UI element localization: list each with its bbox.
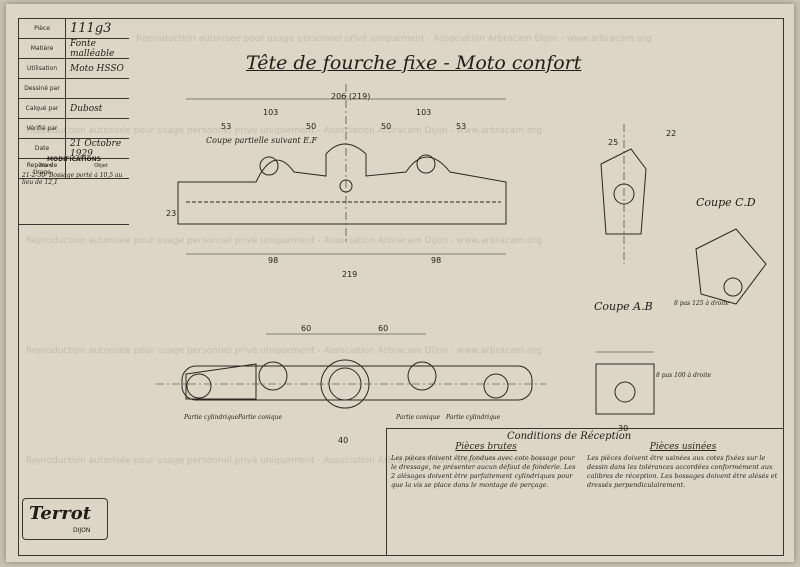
cyl-left-label: Partie cylindrique bbox=[184, 414, 239, 421]
cartouche-row-verifie: Vérifié par bbox=[19, 119, 129, 139]
conditions-title: Conditions de Réception bbox=[507, 431, 632, 442]
watermark: Reproduction autorisée pour usage person… bbox=[26, 346, 542, 356]
piece-number: 111g3 bbox=[70, 21, 112, 36]
thread-label: 8 pas 125 à droite bbox=[674, 300, 730, 307]
conic-right-label: Partie conique bbox=[396, 414, 441, 421]
coupe-ab-label: Coupe A.B bbox=[594, 300, 653, 313]
terrot-logo: Terrot DIJON bbox=[22, 498, 108, 540]
cartouche-row-repere: Repère de tirage bbox=[19, 159, 129, 179]
watermark: Reproduction autorisée pour usage person… bbox=[136, 34, 652, 44]
technical-drawing bbox=[156, 84, 767, 415]
pieces-usinees: Pièces usinées Les pièces doivent être u… bbox=[587, 442, 778, 490]
watermark: Reproduction autorisée pour usage person… bbox=[26, 126, 542, 136]
thread-label-2: 8 pas 100 à droite bbox=[656, 372, 712, 379]
drawing-title: Tête de fourche fixe - Moto confort bbox=[246, 52, 582, 74]
side-view-outline bbox=[177, 143, 507, 225]
cartouche-row-dessine: Dessiné par bbox=[19, 79, 129, 99]
conditions-reception: Conditions de Réception Pièces brutes Le… bbox=[386, 428, 783, 555]
dim-overall: 206 (219) bbox=[331, 92, 371, 101]
pieces-brutes: Pièces brutes Les pièces doivent être fo… bbox=[391, 442, 576, 490]
watermark: Reproduction autorisée pour usage person… bbox=[26, 456, 542, 466]
coupe-ef-label: Coupe partielle suivant E.F bbox=[206, 136, 318, 145]
conic-left-label: Partie conique bbox=[238, 414, 283, 421]
drawing-sheet: Reproduction autorisée pour usage person… bbox=[6, 4, 794, 562]
watermark: Reproduction autorisée pour usage person… bbox=[26, 236, 542, 246]
coupe-cd-label: Coupe C.D bbox=[696, 196, 756, 209]
drawing-frame bbox=[18, 18, 784, 556]
cyl-right-label: Partie cylindrique bbox=[446, 414, 501, 421]
